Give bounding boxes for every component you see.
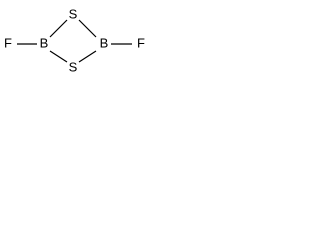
atom-b-left: B [40,35,49,50]
chemical-structure-diagram: F B S S B F [4,6,145,73]
atom-s-top: S [69,6,78,21]
bond-b-left-s-top [49,19,68,38]
atom-f-right: F [137,35,145,50]
atom-s-bottom: S [69,59,78,73]
atom-b-right: B [100,35,109,50]
bond-s-top-b-right [78,19,97,38]
bond-b-left-s-bottom [49,50,68,63]
atom-f-left: F [4,35,12,50]
bond-s-bottom-b-right [78,50,97,63]
